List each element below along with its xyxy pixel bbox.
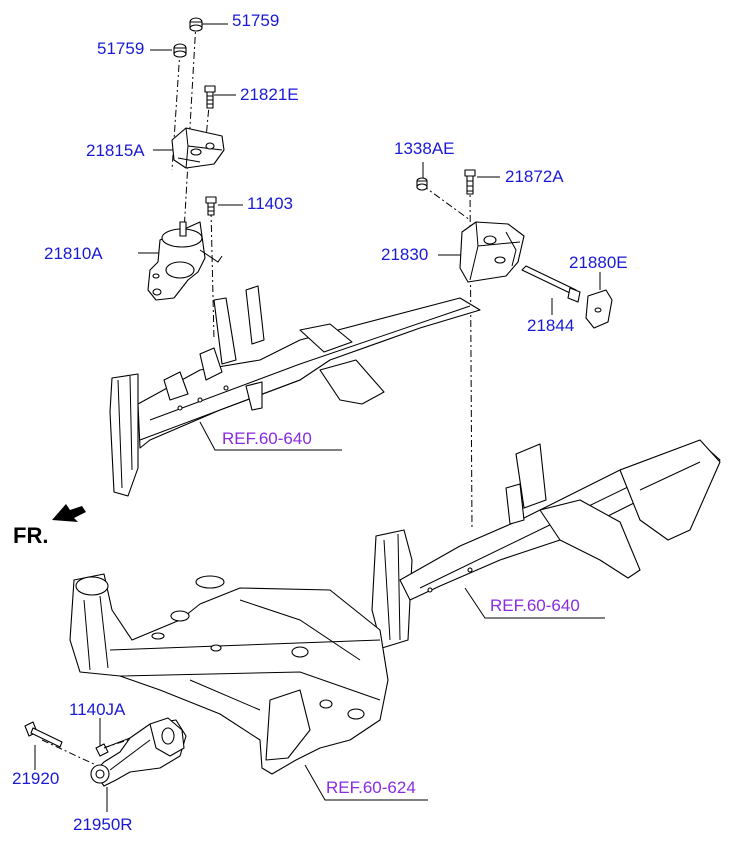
reference-label-right[interactable]: REF.60-640: [490, 596, 580, 615]
part-label-21880E[interactable]: 21880E: [569, 253, 628, 272]
part-label-21830[interactable]: 21830: [381, 245, 429, 264]
fastener-nut-51759-top: [189, 17, 203, 32]
part-label-21844[interactable]: 21844: [527, 316, 575, 335]
fastener-bolt-21821E: [204, 85, 216, 109]
front-side-member-lower: [371, 439, 721, 649]
front-direction-label: FR.: [13, 523, 49, 548]
part-label-1338AE[interactable]: 1338AE: [394, 139, 455, 158]
part-label-51759-top[interactable]: 51759: [232, 11, 280, 30]
part-label-1140JA[interactable]: 1140JA: [69, 700, 126, 719]
part-label-51759-left[interactable]: 51759: [97, 39, 145, 58]
fastener-bolt-21844: [521, 265, 581, 303]
fastener-bolt-11403: [205, 196, 217, 216]
reference-label-bottom[interactable]: REF.60-624: [326, 778, 416, 797]
part-label-21821E[interactable]: 21821E: [240, 85, 299, 104]
front-subframe: [69, 573, 389, 775]
transmission-mount-bracket-21830: [459, 221, 525, 283]
part-label-21950R[interactable]: 21950R: [73, 815, 133, 834]
reference-label-upper[interactable]: REF.60-640: [222, 429, 312, 448]
engine-mount-21810A: [147, 221, 223, 301]
front-direction-arrow: [52, 504, 86, 522]
part-label-11403[interactable]: 11403: [247, 194, 294, 213]
fastener-nut-1338AE: [416, 177, 428, 191]
part-label-21920[interactable]: 21920: [12, 769, 60, 788]
part-label-21815A[interactable]: 21815A: [86, 141, 145, 160]
front-side-member-upper: [109, 285, 481, 497]
fastener-bolt-21872A: [464, 169, 476, 195]
cap-21880E: [585, 289, 613, 329]
fastener-bolt-1140JA: [95, 737, 131, 757]
engine-mount-bracket-21815A: [171, 127, 225, 169]
part-label-21872A[interactable]: 21872A: [505, 167, 564, 186]
fastener-nut-51759-left: [173, 43, 187, 58]
fastener-bolt-21920: [24, 721, 63, 748]
part-label-21810A[interactable]: 21810A: [44, 244, 103, 263]
roll-rod-21950R: [90, 717, 187, 787]
leader-lines: [34, 23, 605, 812]
